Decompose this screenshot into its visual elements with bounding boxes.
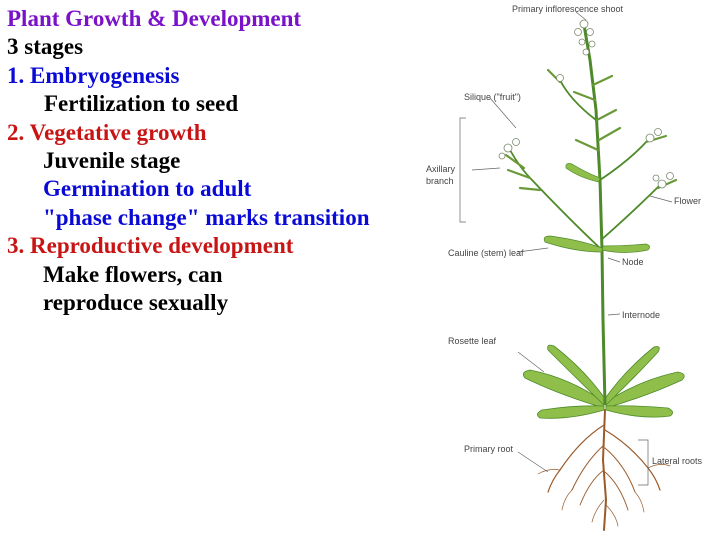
stage2-detail-juvenile: Juvenile stage — [43, 148, 181, 174]
plant-anatomy-diagram: Primary inflorescence shoot Silique ("fr… — [426, 4, 703, 531]
stage3-title: 3. Reproductive development — [7, 233, 294, 259]
stage2-title: 2. Vegetative growth — [7, 119, 207, 145]
stages-count: 3 stages — [7, 34, 84, 60]
flowers — [498, 19, 674, 189]
root-system — [537, 409, 671, 531]
slide-text-block: Plant Growth & Development 3 stages 1. E… — [7, 5, 447, 317]
stage2-detail-phase-change: "phase change" marks transition — [43, 204, 370, 230]
label-axillary-branch-line1: Axillary — [426, 164, 456, 174]
label-flower: Flower — [674, 196, 701, 206]
label-internode: Internode — [622, 310, 660, 320]
label-silique: Silique ("fruit") — [464, 92, 521, 102]
label-cauline-leaf: Cauline (stem) leaf — [448, 248, 524, 258]
label-axillary-branch-line2: branch — [426, 176, 454, 186]
stage1-title: 1. Embryogenesis — [7, 62, 180, 88]
cauline-leaves — [543, 163, 650, 253]
slide-title: Plant Growth & Development — [7, 6, 302, 31]
stage2-detail-germination: Germination to adult — [43, 176, 252, 202]
stage1-detail: Fertilization to seed — [44, 91, 239, 117]
rosette-leaves — [522, 344, 685, 419]
siliques — [504, 68, 678, 192]
stage3-detail-flowers: Make flowers, can — [43, 261, 223, 287]
stage3-detail-reproduce: reproduce sexually — [43, 290, 229, 316]
branches — [509, 79, 661, 251]
label-leaders — [459, 11, 673, 486]
label-node: Node — [622, 257, 644, 267]
label-primary-root: Primary root — [464, 444, 514, 454]
label-lateral-roots: Lateral roots — [652, 456, 703, 466]
label-primary-inflorescence-shoot: Primary inflorescence shoot — [512, 4, 624, 14]
label-rosette-leaf: Rosette leaf — [448, 336, 497, 346]
